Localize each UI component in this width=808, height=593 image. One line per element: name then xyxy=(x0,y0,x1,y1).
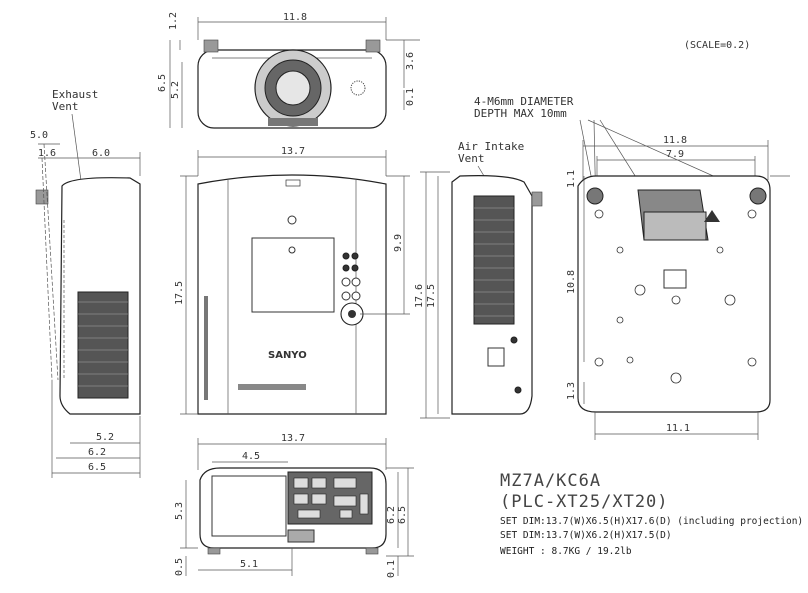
dim-rear-c: 6.2 xyxy=(386,506,397,524)
top-view: 11.8 1.2 6.5 5.2 3.6 0.1 xyxy=(157,12,420,129)
model-name: MZ7A/KC6A xyxy=(500,471,601,491)
dim-bottom-v3: 1.3 xyxy=(566,382,577,400)
mount-label-line2: DEPTH MAX 10mm xyxy=(474,107,567,120)
dim-bottom-w2: 7.9 xyxy=(666,149,684,160)
mount-holes xyxy=(594,209,757,384)
front-plan-label-plate xyxy=(238,384,306,390)
bottom-view: 4-M6mm DIAMETER DEPTH MAX 10mm 11.8 7.9 xyxy=(474,95,790,440)
dim-left-f: 6.5 xyxy=(88,462,106,473)
exhaust-vent-grille xyxy=(77,291,129,399)
dim-bottom-v2: 10.8 xyxy=(566,270,577,294)
right-side-connector xyxy=(487,347,505,367)
top-view-foot-left xyxy=(203,39,219,53)
intake-label-line1: Air Intake xyxy=(458,140,524,153)
exhaust-label-line2: Vent xyxy=(52,100,79,113)
foot-icon xyxy=(749,187,767,205)
dim-left-e: 6.2 xyxy=(88,447,106,458)
brand-logo: SANYO xyxy=(268,350,307,361)
rear-view-filter xyxy=(211,475,287,537)
dim-rear-a: 4.5 xyxy=(242,451,260,462)
dim-top-h3: 5.2 xyxy=(170,81,181,99)
dim-bottom-w1: 11.8 xyxy=(663,135,687,146)
spec-dim-2: SET DIM:13.7(W)X6.2(H)X17.5(D) xyxy=(500,530,672,541)
dim-rear-b: 5.3 xyxy=(174,502,185,520)
front-plan-view: 13.7 SANYO 17.5 9.9 xyxy=(174,146,410,415)
intake-label-line2: Vent xyxy=(458,152,485,165)
left-side-foot xyxy=(35,189,49,205)
dim-left-a: 5.0 xyxy=(30,130,48,141)
foot-icon xyxy=(586,187,604,205)
bottom-view-body xyxy=(577,175,771,413)
dim-top-width: 11.8 xyxy=(283,12,307,23)
dim-rear-e: 5.1 xyxy=(240,559,258,570)
power-socket xyxy=(287,529,315,543)
spec-weight: WEIGHT : 8.7KG / 19.2lb xyxy=(500,546,632,557)
rear-connectors xyxy=(293,477,369,519)
dim-rear-g: 0.1 xyxy=(386,560,397,578)
dim-bottom-w3: 11.1 xyxy=(666,423,690,434)
right-side-foot xyxy=(531,191,543,207)
dim-side-b: 17.5 xyxy=(426,284,437,308)
dim-front-h: 17.5 xyxy=(174,281,185,305)
dim-top-r2: 0.1 xyxy=(405,88,416,106)
dim-side-a: 17.6 xyxy=(414,284,425,308)
warning-triangle-icon xyxy=(704,210,720,222)
dim-top-r1: 3.6 xyxy=(405,52,416,70)
spec-dim-1: SET DIM:13.7(W)X6.5(H)X17.6(D) (includin… xyxy=(500,516,803,527)
scale-note: (SCALE=0.2) xyxy=(684,40,750,51)
dim-rear-d: 6.5 xyxy=(397,506,408,524)
lens-glass xyxy=(275,70,311,106)
rear-view: 13.7 4.5 5.3 6.2 6.5 5.1 0.5 xyxy=(174,433,414,578)
dim-left-d: 5.2 xyxy=(96,432,114,443)
left-side-view: Exhaust Vent 5.0 1.6 6.0 5.2 6.2 6.5 xyxy=(30,88,141,478)
dim-top-h1: 1.2 xyxy=(168,12,179,30)
dim-rear-width: 13.7 xyxy=(281,433,305,444)
dim-front-width: 13.7 xyxy=(281,146,305,157)
dim-bottom-v1: 1.1 xyxy=(566,170,577,188)
intake-vent-grille xyxy=(473,195,515,325)
mount-label-line1: 4-M6mm DIAMETER xyxy=(474,95,574,108)
top-view-foot-right xyxy=(365,39,381,53)
speaker-grille-icon xyxy=(350,80,366,96)
front-plan-side-vent xyxy=(204,296,208,400)
top-view-lower-vent xyxy=(268,118,318,126)
bottom-view-label xyxy=(663,269,687,289)
lamp-cover-screw-icon xyxy=(288,246,296,254)
control-panel xyxy=(340,252,364,326)
model-spec-block: MZ7A/KC6A (PLC-XT25/XT20) SET DIM:13.7(W… xyxy=(500,471,803,557)
dim-top-h2: 6.5 xyxy=(157,74,168,92)
dim-left-b: 1.6 xyxy=(38,148,56,159)
lamp-door-screw-icon xyxy=(287,215,297,225)
front-plan-indicator xyxy=(285,179,301,187)
dim-rear-f: 0.5 xyxy=(174,558,185,576)
dim-left-c: 6.0 xyxy=(92,148,110,159)
exhaust-label-line1: Exhaust xyxy=(52,88,98,101)
right-side-view: 17.6 17.5 Air Intake Vent xyxy=(414,140,543,419)
model-variants: (PLC-XT25/XT20) xyxy=(500,492,669,512)
dim-front-r: 9.9 xyxy=(393,234,404,252)
